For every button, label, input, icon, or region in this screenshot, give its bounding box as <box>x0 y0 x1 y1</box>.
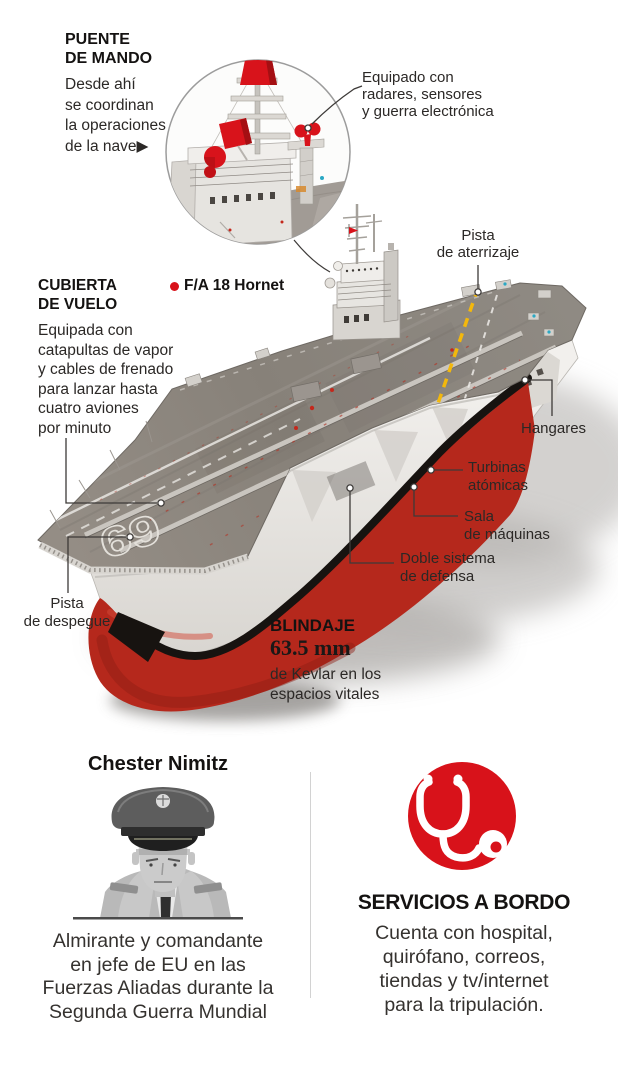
hull-red <box>88 382 536 712</box>
puente-title-line1: PUENTE <box>65 31 130 48</box>
leader-despegue <box>67 536 126 593</box>
puente-body: Desde ahí se coordinan la operaciones de… <box>65 76 166 155</box>
blindaje-value: 63.5 mm <box>270 635 351 660</box>
leader-cubierta <box>65 438 157 504</box>
leader-sala <box>413 490 458 517</box>
island <box>324 204 401 341</box>
puente-title-line2: DE MANDO <box>65 50 153 67</box>
boot-stripe <box>118 374 532 661</box>
label-cubierta-de-vuelo: CUBIERTA DE VUELO Equipada con catapulta… <box>38 277 174 437</box>
hornet-legend-dot-icon <box>170 281 179 291</box>
label-blindaje: BLINDAJE 63.5 mm de Kevlar en los espaci… <box>270 616 382 703</box>
label-puente-de-mando: PUENTE DE MANDO Desde ahí se coordinan l… <box>65 30 166 157</box>
label-pista-despegue: Pista de despegue <box>23 595 111 630</box>
footer-divider <box>310 772 311 998</box>
nimitz-title: Chester Nimitz <box>87 753 229 775</box>
servicios-description: Cuenta con hospital, quirófano, correos,… <box>375 922 553 1016</box>
leader-hangares <box>528 379 553 416</box>
label-hangares: Hangares <box>521 420 587 437</box>
stethoscope-icon <box>416 778 483 862</box>
label-pista-aterrizaje: Pista de aterrizaje <box>436 227 520 261</box>
nimitz-portrait <box>73 787 243 920</box>
leader-markers <box>126 124 529 541</box>
carrier-illustration: 69 <box>37 204 587 712</box>
leader-lines <box>65 85 553 593</box>
nimitz-description: Almirante y comandante en jefe de EU en … <box>42 930 274 1023</box>
hornet-legend-text: F/A 18 Hornet <box>184 277 285 294</box>
servicios-title: SERVICIOS A BORDO <box>357 891 571 914</box>
blindaje-title: BLINDAJE <box>270 616 356 635</box>
label-turbinas: Turbinas atómicas <box>468 459 529 494</box>
leader-equipado <box>311 85 363 125</box>
label-sala-maquinas: Sala de máquinas <box>464 508 550 543</box>
servicios-icon <box>408 762 516 870</box>
label-equipado: Equipado con radares, sensores y guerra … <box>362 69 494 120</box>
label-doble-sistema: Doble sistema de defensa <box>400 550 496 585</box>
leader-doble <box>349 491 394 564</box>
label-hornet-legend: F/A 18 Hornet <box>170 277 284 295</box>
inset-circle <box>165 59 351 273</box>
